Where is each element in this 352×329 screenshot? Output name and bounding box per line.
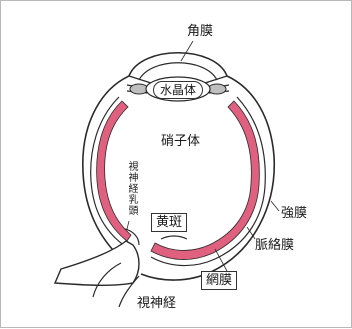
label-retina: 網膜 — [201, 271, 237, 290]
macula-mark — [161, 236, 187, 239]
cornea-leader — [181, 41, 193, 61]
label-choroid: 脈絡膜 — [255, 239, 294, 252]
label-cornea: 角膜 — [187, 25, 213, 38]
label-sclera: 強膜 — [281, 207, 307, 220]
ciliary-right — [208, 84, 226, 94]
ciliary-left — [130, 84, 148, 94]
label-lens: 水晶体 — [153, 81, 203, 99]
retina-leader — [215, 249, 227, 271]
label-macula: 黄斑 — [151, 213, 187, 232]
optic-disc-leader — [127, 221, 129, 229]
label-optic-nerve: 視神経 — [137, 297, 176, 310]
retina-band-right — [151, 101, 259, 260]
optic-nerve-shape — [55, 241, 139, 285]
label-vitreous: 硝子体 — [161, 135, 200, 148]
sclera-leader — [271, 201, 279, 211]
label-optic-disc: 視神経乳頭 — [126, 161, 136, 216]
cornea-shape — [129, 53, 227, 76]
